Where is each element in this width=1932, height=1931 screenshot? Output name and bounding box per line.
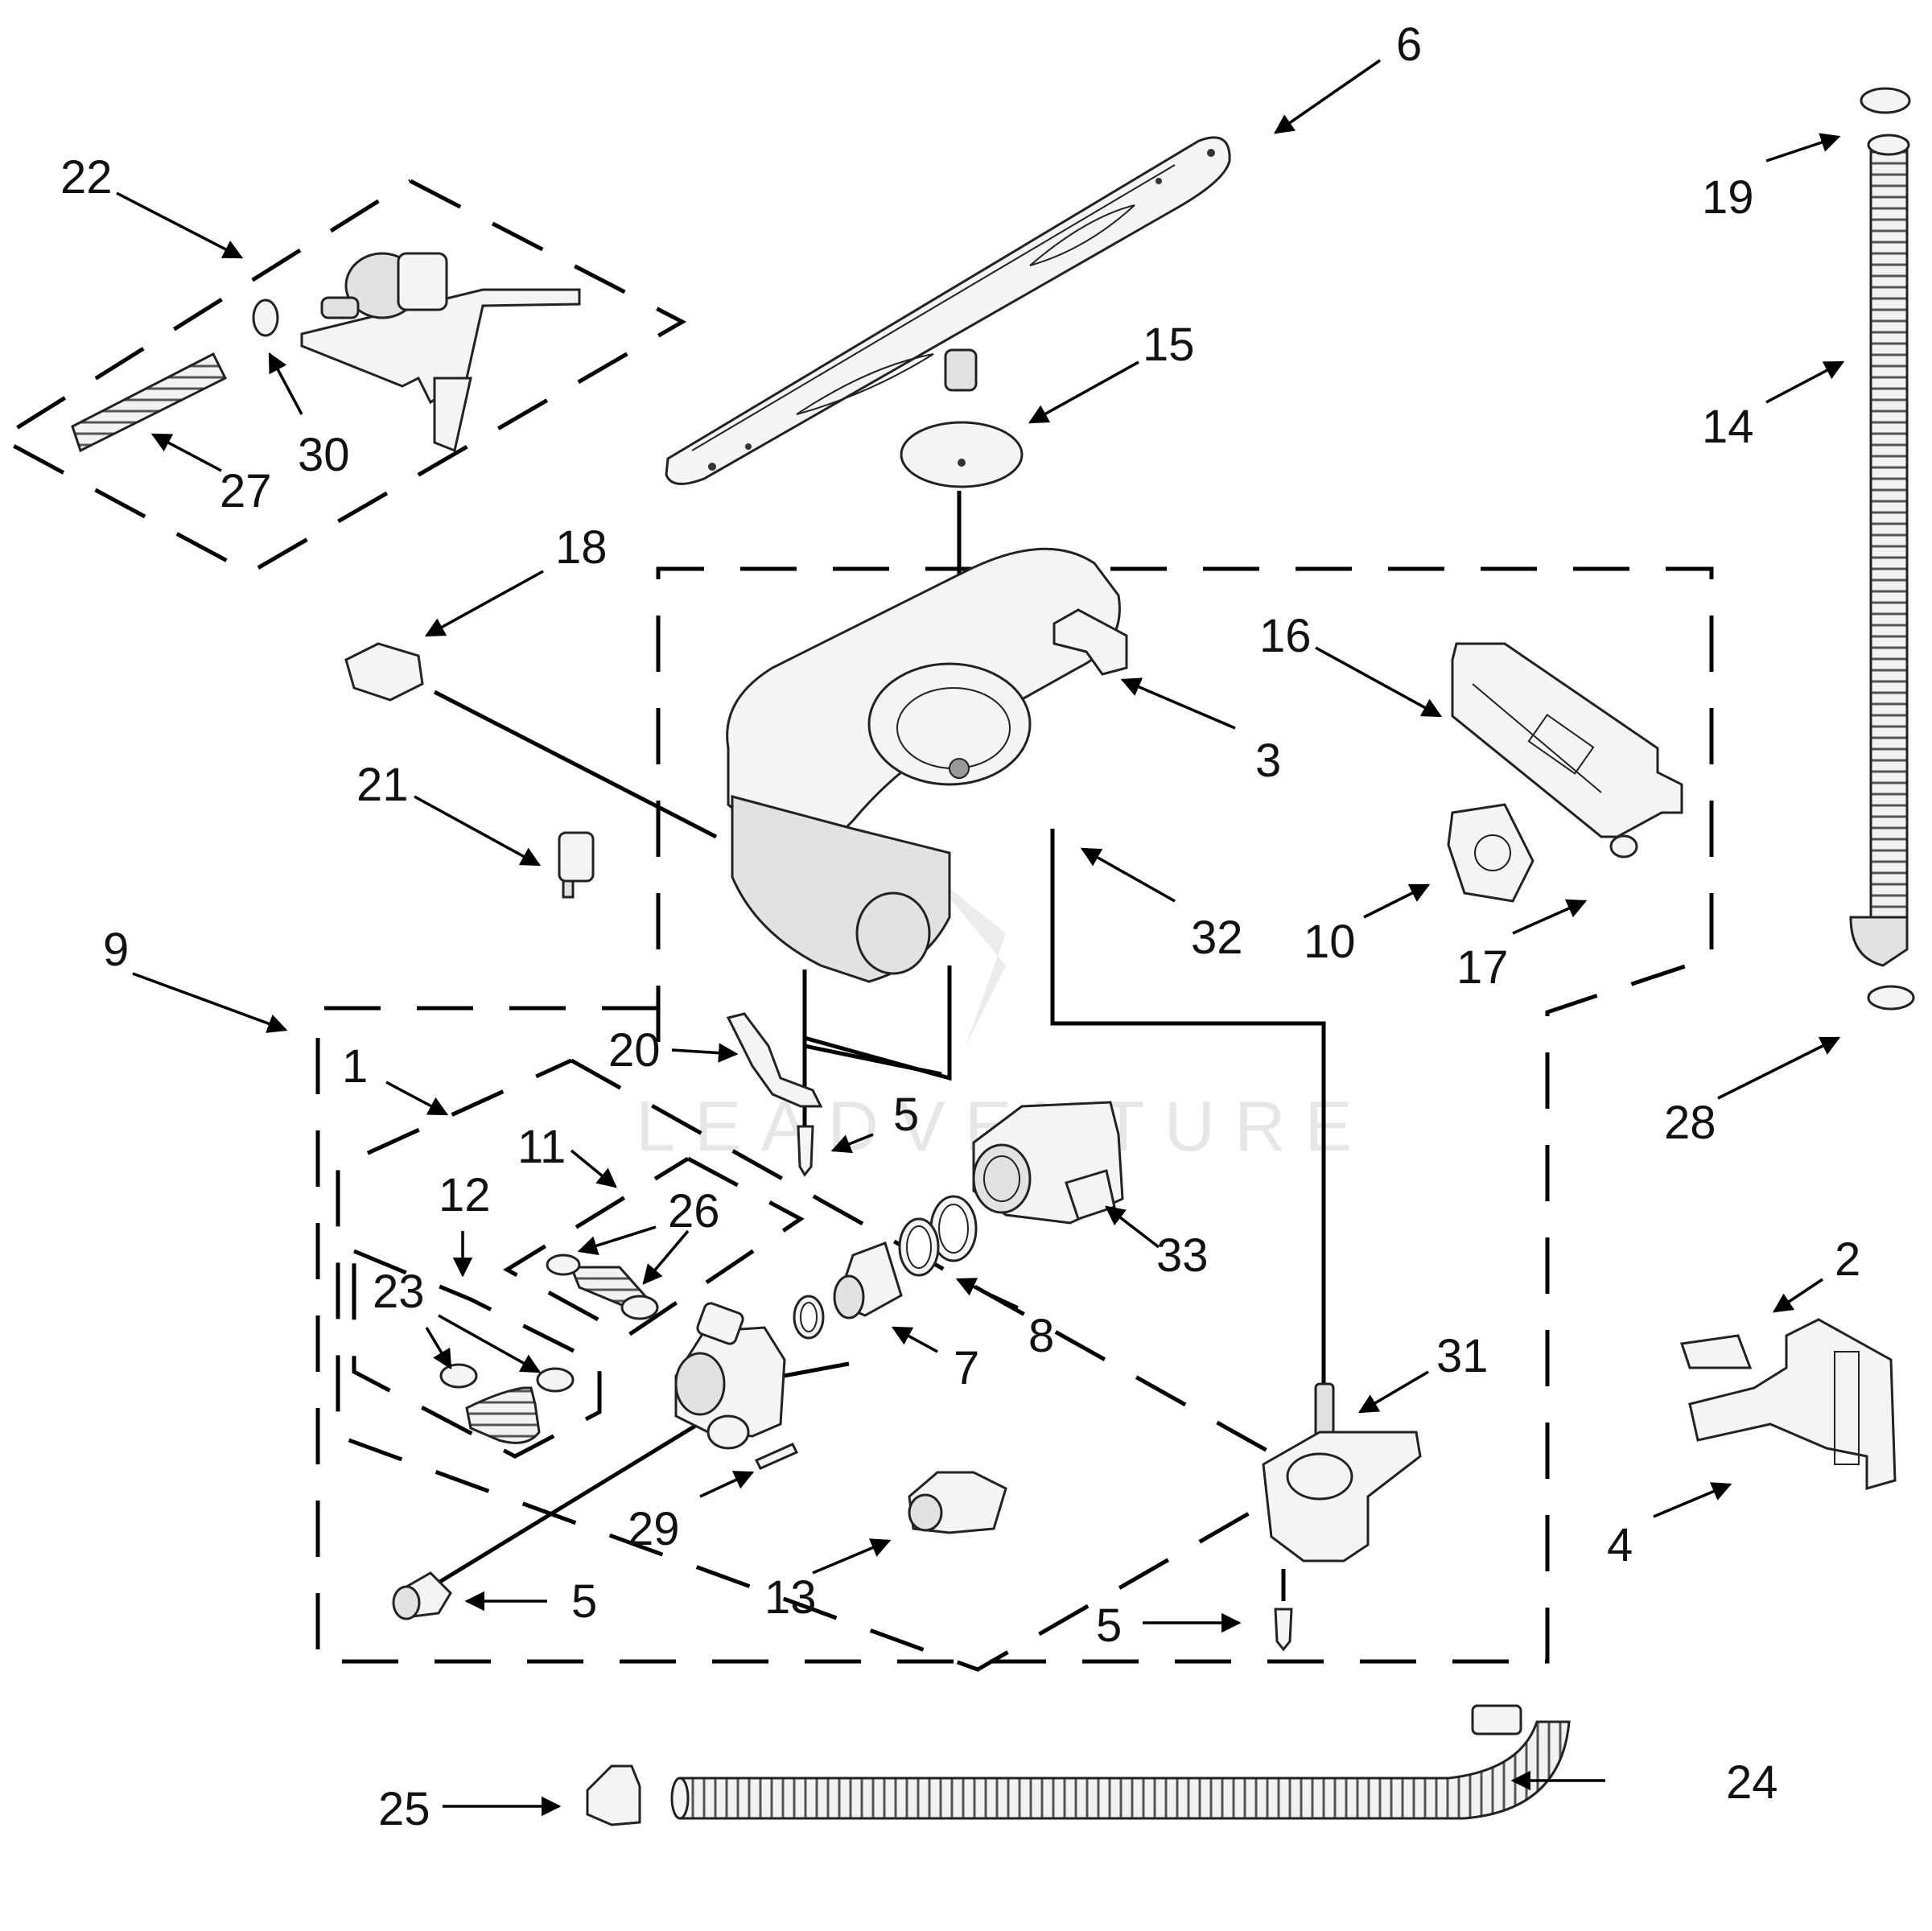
callout-25: 24 bbox=[1726, 1756, 1778, 1809]
spray-arm-hub bbox=[900, 348, 1024, 488]
callout-28: 27 bbox=[220, 465, 272, 517]
callout-27: 26 bbox=[668, 1185, 720, 1237]
pump-body bbox=[674, 1302, 786, 1450]
bracket-4 bbox=[1688, 1318, 1897, 1490]
callout-5-lower: 5 bbox=[1096, 1600, 1122, 1652]
callout-33: 32 bbox=[1191, 912, 1243, 964]
fitting-6 bbox=[392, 1571, 452, 1620]
callout-32: 31 bbox=[1436, 1330, 1489, 1382]
bracket-2 bbox=[1680, 1334, 1753, 1369]
callout-18: 17 bbox=[1456, 941, 1509, 994]
drain-hose-vertical bbox=[1849, 134, 1910, 967]
assembly-box-33 bbox=[315, 566, 1714, 1664]
callout-23: 22 bbox=[60, 151, 113, 204]
callout-9: 8 bbox=[1028, 1310, 1054, 1362]
callout-5-top: 5 bbox=[893, 1089, 919, 1141]
callout-29: 28 bbox=[1664, 1097, 1716, 1149]
o-ring bbox=[793, 1295, 825, 1340]
seal-ring-9 bbox=[898, 1195, 978, 1277]
callout-labels: 6 15 22 30 27 19 14 18 3 16 21 32 10 17 … bbox=[60, 19, 1860, 1835]
part-18 bbox=[1609, 834, 1638, 858]
clip-26 bbox=[586, 1764, 641, 1826]
callout-22: 21 bbox=[356, 759, 409, 811]
callout-31: 30 bbox=[298, 429, 350, 481]
callout-30: 29 bbox=[628, 1503, 680, 1555]
callout-15: 14 bbox=[1702, 401, 1754, 453]
sump-housing bbox=[726, 547, 1121, 983]
callout-10: 9 bbox=[103, 924, 129, 976]
drain-hose-horizontal bbox=[670, 1704, 1571, 1820]
callout-20: 19 bbox=[1702, 171, 1754, 224]
callout-19: 18 bbox=[555, 521, 608, 574]
assembly-box-13 bbox=[352, 1249, 602, 1459]
callout-26: 25 bbox=[378, 1783, 430, 1835]
bracket-17 bbox=[1451, 642, 1683, 838]
drive-assembly-32 bbox=[1262, 1382, 1422, 1563]
screw-5-top bbox=[797, 1125, 814, 1177]
part-11 bbox=[1447, 803, 1534, 903]
part-22 bbox=[558, 831, 595, 899]
callout-6: 5 bbox=[571, 1575, 597, 1628]
callout-17: 16 bbox=[1259, 610, 1312, 662]
clamp-31 bbox=[252, 299, 279, 337]
elbow-hose-24 bbox=[439, 1363, 575, 1444]
spray-arm bbox=[665, 136, 1231, 485]
callout-4: 4 bbox=[1607, 1519, 1633, 1571]
callout-11: 10 bbox=[1304, 916, 1356, 968]
part-19 bbox=[344, 642, 424, 702]
motor-34 bbox=[972, 1101, 1124, 1225]
screw-5-bottom bbox=[1274, 1608, 1293, 1652]
clamp-20 bbox=[1860, 87, 1911, 114]
inlet-valve bbox=[300, 252, 581, 453]
callout-12: 11 bbox=[517, 1121, 566, 1173]
callout-3: 3 bbox=[1255, 735, 1281, 787]
pump-14 bbox=[908, 1471, 1007, 1534]
callout-2: 2 bbox=[1835, 1233, 1860, 1286]
callout-34: 33 bbox=[1156, 1229, 1209, 1282]
bracket-21 bbox=[726, 1012, 823, 1108]
callout-13: 12 bbox=[439, 1169, 491, 1221]
callout-21: 20 bbox=[608, 1024, 661, 1077]
screw-30 bbox=[754, 1443, 799, 1470]
callout-1: 1 bbox=[342, 1040, 368, 1093]
assembly-box-23 bbox=[0, 179, 687, 575]
impeller-8 bbox=[833, 1241, 903, 1320]
watermark-logo bbox=[925, 869, 1006, 1046]
hose-27 bbox=[546, 1254, 659, 1320]
leader-arrows bbox=[116, 59, 1845, 1817]
callout-7: 6 bbox=[1396, 19, 1422, 71]
callout-8: 7 bbox=[954, 1342, 979, 1394]
callout-16: 15 bbox=[1143, 319, 1195, 371]
clamp-29 bbox=[1867, 985, 1915, 1011]
inlet-hose bbox=[71, 352, 228, 453]
callout-24: 23 bbox=[373, 1266, 425, 1318]
assembly-box-1 bbox=[336, 1058, 1318, 1672]
part-3 bbox=[1053, 608, 1128, 676]
callout-14: 13 bbox=[764, 1571, 817, 1624]
